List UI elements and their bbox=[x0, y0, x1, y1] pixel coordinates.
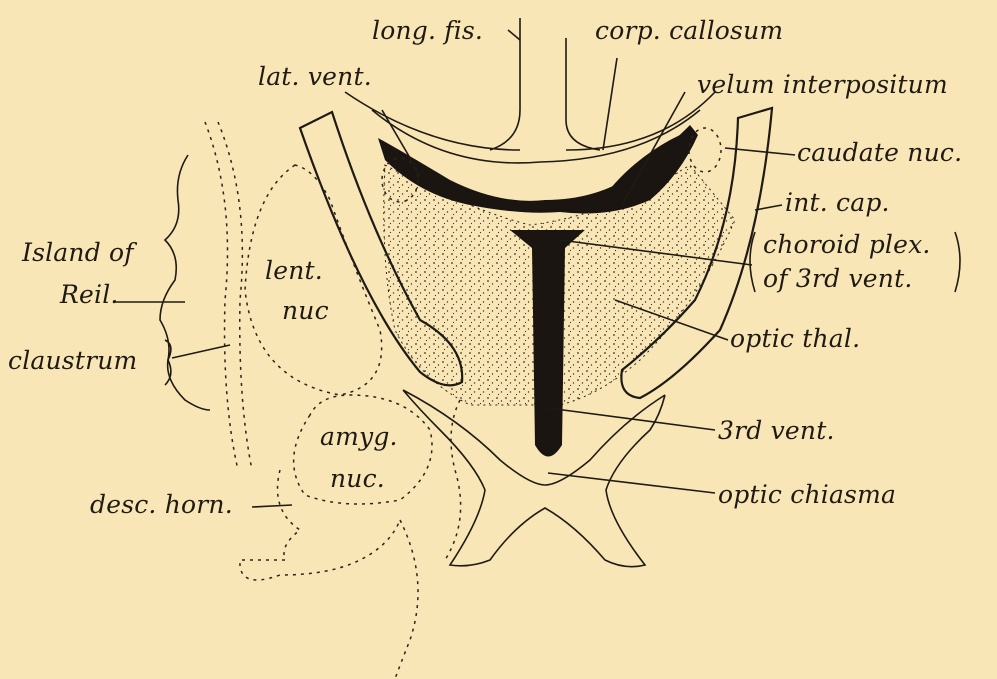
leader-corp-callosum bbox=[603, 58, 617, 150]
longitudinal-fissure bbox=[490, 18, 600, 150]
leader-third-vent bbox=[548, 408, 715, 430]
label-optic-thal: optic thal. bbox=[730, 326, 860, 351]
label-optic-chiasma: optic chiasma bbox=[718, 482, 896, 507]
label-choroid-plex-1: choroid plex. bbox=[763, 232, 931, 257]
claustrum-line bbox=[205, 122, 238, 470]
label-corp-callosum: corp. callosum bbox=[595, 18, 783, 43]
leader-desc-horn bbox=[252, 505, 292, 507]
label-claustrum: claustrum bbox=[8, 348, 137, 373]
leader-claustrum bbox=[172, 345, 230, 358]
label-lent-nuc-2: nuc bbox=[282, 298, 329, 323]
label-int-cap: int. cap. bbox=[785, 190, 890, 215]
label-third-vent: 3rd vent. bbox=[718, 418, 835, 443]
label-lat-vent: lat. vent. bbox=[258, 64, 372, 89]
label-long-fis: long. fis. bbox=[372, 18, 483, 43]
leader-long-fis bbox=[508, 30, 520, 40]
island-of-reil-outline bbox=[160, 155, 210, 410]
label-caudate-nuc: caudate nuc. bbox=[797, 140, 962, 165]
label-island-of-reil-2: Reil. bbox=[60, 282, 119, 307]
claustrum-line-2 bbox=[218, 122, 252, 470]
temporal-lobe-outline bbox=[395, 520, 418, 679]
label-amyg-nuc-1: amyg. bbox=[320, 424, 398, 449]
label-desc-horn: desc. horn. bbox=[90, 492, 233, 517]
label-island-of-reil-1: Island of bbox=[22, 240, 134, 265]
leader-optic-chiasma bbox=[548, 473, 715, 493]
label-amyg-nuc-2: nuc. bbox=[330, 466, 385, 491]
optic-chiasma-outline bbox=[403, 390, 665, 567]
choroid-bracket-right bbox=[955, 232, 960, 292]
label-velum-interpositum: velum interpositum bbox=[697, 72, 948, 97]
label-choroid-plex-2: of 3rd vent. bbox=[763, 266, 912, 291]
label-lent-nuc-1: lent. bbox=[265, 258, 323, 283]
